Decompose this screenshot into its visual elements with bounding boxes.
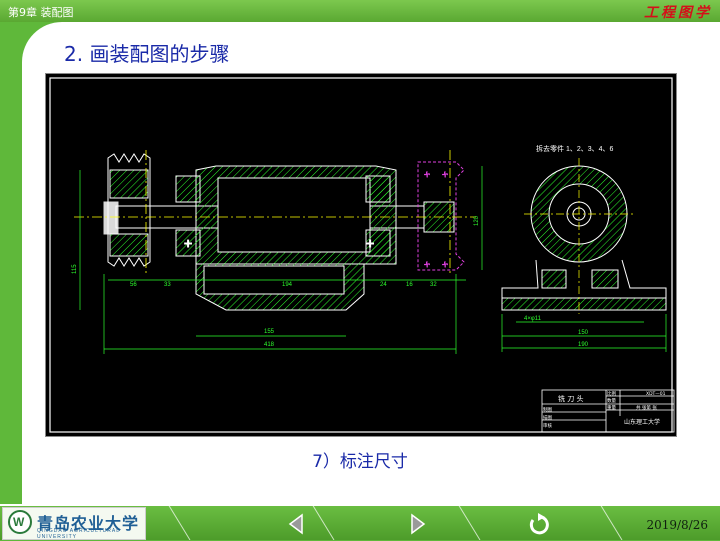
triangle-right-icon — [411, 513, 426, 535]
housing — [195, 165, 397, 311]
dim-194: 194 — [282, 282, 293, 288]
cutter-removed: + + + + — [417, 161, 465, 272]
prev-slide-button[interactable] — [284, 512, 310, 536]
title-block-checked: 描图 — [543, 414, 552, 421]
title-block-weight: 重量 — [607, 404, 616, 411]
next-slide-button[interactable] — [404, 512, 430, 536]
svg-text:+: + — [424, 170, 430, 181]
svg-text:+: + — [366, 235, 374, 251]
slide-title: 2. 画装配图的步骤 — [64, 42, 230, 66]
dim-24: 24 — [380, 282, 387, 288]
slide-date: 2019/8/26 — [646, 518, 708, 532]
dim-190: 190 — [578, 342, 589, 348]
chapter-label: 第9章 装配图 — [8, 6, 74, 19]
dim-32: 32 — [430, 282, 437, 288]
title-block-qty: 数量 — [607, 397, 616, 404]
dim-120: 120 — [474, 215, 480, 226]
bearings: + + — [175, 175, 391, 257]
title-block-reviewed: 审核 — [543, 422, 552, 429]
return-button[interactable] — [526, 512, 552, 536]
svg-text:+: + — [424, 260, 430, 271]
dim-150: 150 — [578, 330, 589, 336]
title-block-drawn: 制图 — [543, 406, 552, 413]
dim-418: 418 — [264, 342, 275, 348]
title-block-school: 山东理工大学 — [624, 418, 660, 426]
footer-dividers — [167, 504, 623, 540]
university-logo: W 青岛农业大学 QINGDAO AGRICULTURAL UNIVERSITY — [2, 507, 146, 540]
svg-text:+: + — [184, 235, 192, 251]
top-bar: 第9章 装配图 工程图学 — [0, 0, 720, 22]
dim-33: 33 — [164, 282, 171, 288]
footer-divider — [0, 504, 720, 506]
dim-56: 56 — [130, 282, 137, 288]
drawing-frame — [49, 77, 673, 433]
university-name: 青岛农业大学 — [37, 514, 140, 533]
brand-label: 工程图学 — [644, 5, 712, 21]
assembly-drawing: + + + + + + 56 33 19 — [45, 73, 677, 437]
dim-hole: 4×φ11 — [524, 316, 542, 322]
title-block-sheet: 共 张第 张 — [636, 404, 657, 411]
svg-text:+: + — [442, 170, 448, 181]
centerlines — [74, 150, 476, 274]
dim-16: 16 — [406, 282, 413, 288]
dim-115: 115 — [72, 264, 78, 274]
university-name-en: QINGDAO AGRICULTURAL UNIVERSITY — [37, 528, 120, 540]
title-block — [541, 389, 675, 433]
return-icon — [529, 513, 549, 535]
drawing-svg: + + + + + + 56 33 19 — [49, 77, 675, 433]
title-block-code: XDT—01 — [646, 391, 666, 397]
title-block-name: 铣 刀 头 — [558, 394, 583, 403]
title-block-scale: 比例 — [607, 390, 616, 397]
university-emblem-icon: W — [8, 510, 32, 534]
removed-parts-note: 拆去零件 1、2、3、4、6 — [536, 144, 614, 153]
triangle-left-icon — [288, 513, 303, 535]
step-caption: 7）标注尺寸 — [312, 452, 408, 472]
svg-text:+: + — [442, 260, 448, 271]
dimension-lines — [79, 166, 483, 354]
dim-155: 155 — [264, 329, 275, 335]
pulley — [103, 153, 151, 267]
side-view — [501, 165, 667, 311]
